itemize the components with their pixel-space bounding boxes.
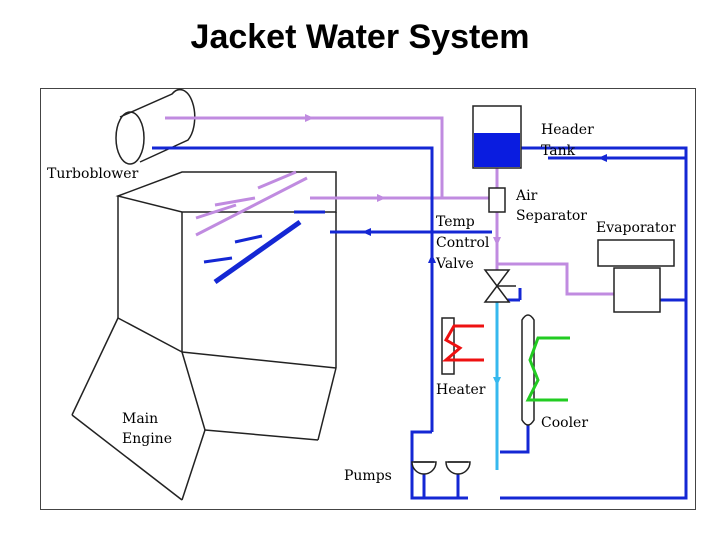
engine-top-face [115,171,337,213]
label-engine: Engine [122,431,172,447]
engine-edge [117,317,183,353]
tank-water-level [474,133,520,167]
engine-edge [181,351,337,369]
engine-edge [181,429,206,501]
label-tank: Tank [541,143,576,159]
engine-edge [71,317,119,416]
air-separator [488,187,506,213]
heater [441,317,484,375]
label-control: Control [436,235,490,251]
header-tank [472,105,522,169]
pump-1 [411,461,437,475]
header-return-line [500,146,688,500]
label-pumps: Pumps [344,468,392,484]
engine-edge [181,351,206,431]
cooler [521,314,570,426]
main-engine [71,171,337,501]
evaporator [597,239,675,313]
turbo-return-line [152,146,434,302]
label-air: Air [515,188,538,204]
pumps [411,461,471,475]
evaporator-feed [497,262,614,296]
label-evaporator: Evaporator [596,220,676,236]
hot-manifold [195,176,308,237]
pump-2 [445,461,471,475]
hot-water-lines [165,114,614,296]
label-main: Main [122,411,158,427]
heater-coil [441,324,484,362]
label-cooler: Cooler [541,415,588,431]
engine-edge [71,414,183,501]
temp-control-valve [483,269,516,303]
turbo-hot-line [165,116,444,198]
page-title: Jacket Water System [190,18,530,56]
turboblower [115,88,196,165]
cooler-coil [525,336,570,402]
label-heater: Heater [436,382,486,398]
label-temp: Temp [436,214,475,230]
label-separator: Separator [516,208,587,224]
engine-edge [204,429,319,441]
cooler-outlet [500,420,530,454]
engine-edge [317,367,337,441]
label-turboblower: Turboblower [47,166,139,182]
label-header: Header [541,122,594,138]
label-valve: Valve [435,256,474,272]
cold-manifold [213,219,302,285]
